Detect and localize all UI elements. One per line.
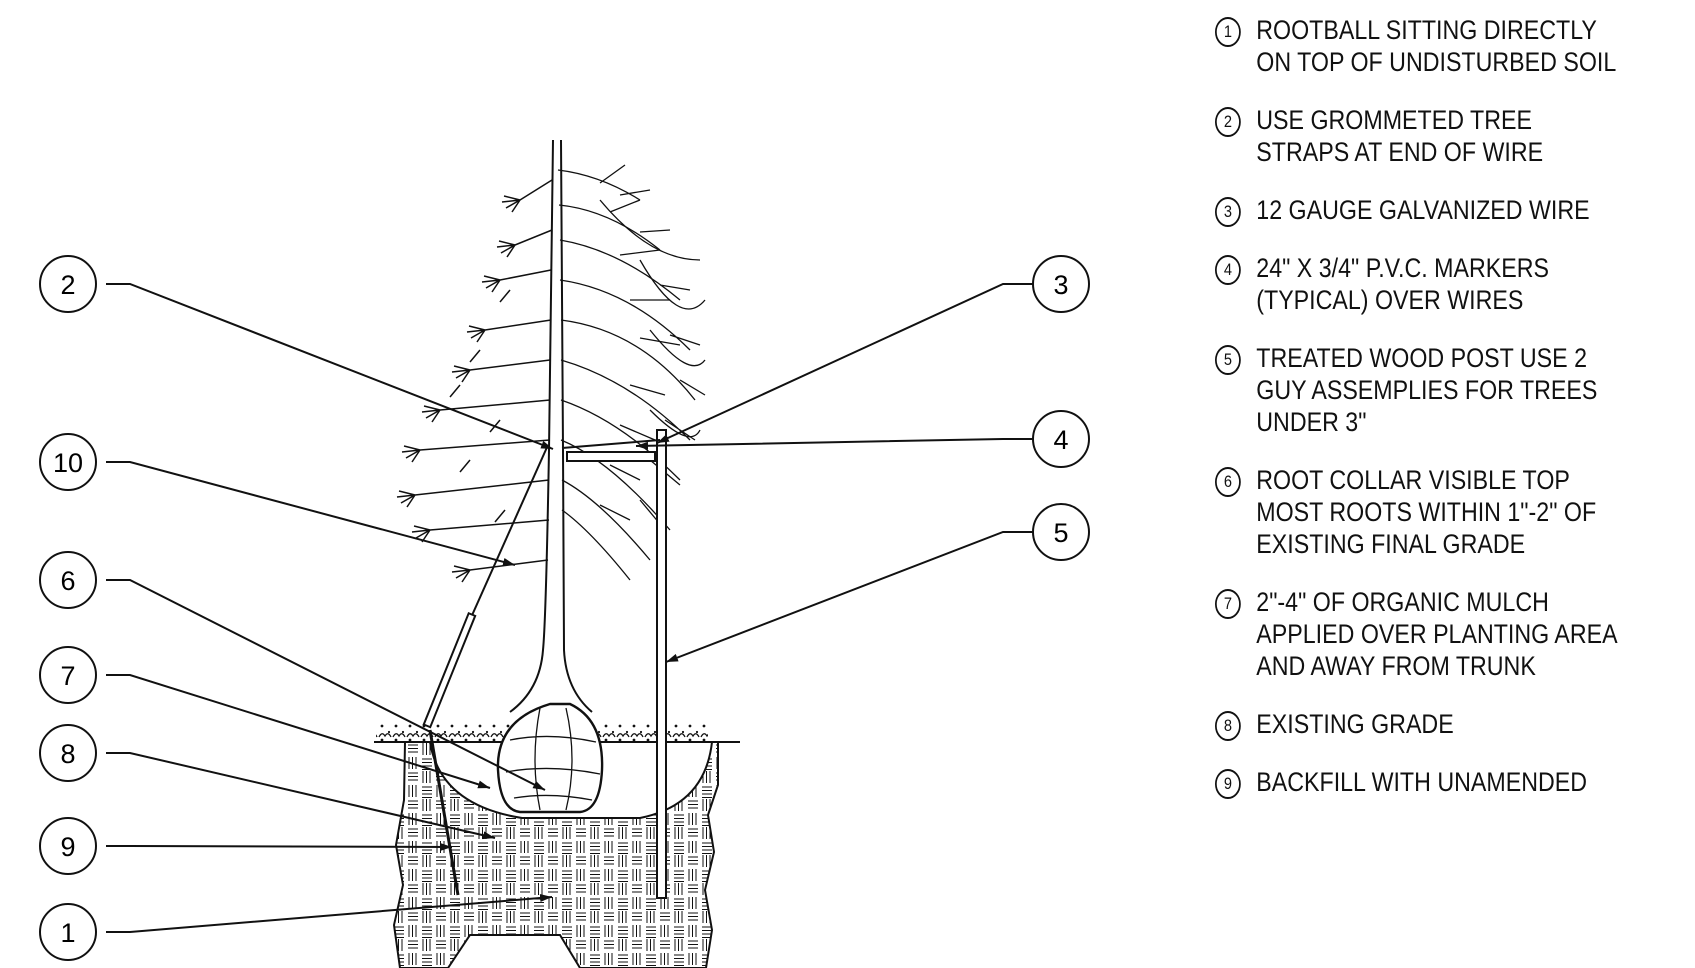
note-number: 2 (1215, 107, 1241, 137)
callout-number: 4 (1053, 425, 1068, 455)
leader-1 (106, 894, 553, 933)
note-number: 8 (1215, 711, 1241, 741)
leader-9 (106, 842, 453, 851)
tree-trunk (509, 139, 593, 713)
note-line: 12 GAUGE GALVANIZED WIRE (1256, 195, 1590, 225)
note-2: 2 USE GROMMETED TREE STRAPS AT END OF WI… (1215, 104, 1628, 168)
leader-7 (106, 674, 491, 789)
callout-number: 9 (60, 832, 75, 862)
note-3: 3 12 GAUGE GALVANIZED WIRE (1215, 194, 1628, 227)
callout-number: 2 (60, 270, 75, 300)
note-4: 4 24" X 3/4" P.V.C. MARKERS (TYPICAL) OV… (1215, 252, 1628, 316)
note-line: ROOTBALL SITTING DIRECTLY (1256, 15, 1597, 45)
callout-number: 7 (60, 661, 75, 691)
note-line: ON TOP OF UNDISTURBED SOIL (1256, 47, 1617, 77)
callout-10: 10 (39, 433, 97, 491)
note-line: TREATED WOOD POST USE 2 (1256, 343, 1588, 373)
callout-number: 3 (1053, 270, 1068, 300)
pvc-marker-left (422, 611, 477, 729)
leader-5 (665, 531, 1033, 663)
callout-4: 4 (1032, 410, 1090, 468)
note-1: 1 ROOTBALL SITTING DIRECTLY ON TOP OF UN… (1215, 14, 1628, 78)
callout-8: 8 (39, 724, 97, 782)
note-line: ROOT COLLAR VISIBLE TOP (1256, 465, 1570, 495)
guy-wire-right (561, 439, 661, 449)
note-line: EXISTING FINAL GRADE (1256, 529, 1526, 559)
leader-2 (106, 283, 554, 450)
callout-number: 8 (60, 739, 75, 769)
note-6: 6 ROOT COLLAR VISIBLE TOP MOST ROOTS WIT… (1215, 464, 1628, 560)
note-line: (TYPICAL) OVER WIRES (1256, 285, 1524, 315)
note-line: EXISTING GRADE (1256, 709, 1454, 739)
note-number: 1 (1215, 17, 1241, 47)
note-line: GUY ASSEMPLIES FOR TREES (1256, 375, 1598, 405)
note-line: 2"-4" OF ORGANIC MULCH (1256, 587, 1549, 617)
callout-number: 6 (60, 566, 75, 596)
leader-8 (106, 752, 496, 840)
note-line: 24" X 3/4" P.V.C. MARKERS (1256, 253, 1549, 283)
note-line: BACKFILL WITH UNAMENDED (1256, 767, 1587, 797)
callout-2: 2 (39, 255, 97, 313)
note-line: AND AWAY FROM TRUNK (1256, 651, 1536, 681)
wood-post (656, 429, 667, 899)
notes-list: 1 ROOTBALL SITTING DIRECTLY ON TOP OF UN… (1215, 14, 1695, 799)
callout-7: 7 (39, 646, 97, 704)
callout-number: 10 (53, 448, 83, 478)
note-line: STRAPS AT END OF WIRE (1256, 137, 1544, 167)
leader-6 (106, 579, 546, 791)
tree-canopy (557, 164, 706, 581)
callout-number: 5 (1053, 518, 1068, 548)
note-line: USE GROMMETED TREE (1256, 105, 1532, 135)
note-line: MOST ROOTS WITHIN 1"-2" OF (1256, 497, 1597, 527)
note-number: 4 (1215, 255, 1241, 285)
note-9: 9 BACKFILL WITH UNAMENDED (1215, 766, 1628, 799)
note-number: 3 (1215, 197, 1241, 227)
stake-left (428, 729, 460, 896)
note-number: 9 (1215, 769, 1241, 799)
callout-3: 3 (1032, 255, 1090, 313)
rootball (496, 702, 604, 814)
leader-10 (106, 461, 516, 566)
note-number: 6 (1215, 467, 1241, 497)
callout-number: 1 (60, 918, 75, 948)
note-line: UNDER 3" (1256, 407, 1367, 437)
callout-5: 5 (1032, 503, 1090, 561)
note-number: 7 (1215, 589, 1241, 619)
pvc-marker (566, 451, 656, 462)
leader-4 (635, 438, 1033, 450)
callout-6: 6 (39, 551, 97, 609)
note-7: 7 2"-4" OF ORGANIC MULCH APPLIED OVER PL… (1215, 586, 1628, 682)
callout-1: 1 (39, 903, 97, 961)
leader-3 (656, 283, 1033, 444)
note-5: 5 TREATED WOOD POST USE 2 GUY ASSEMPLIES… (1215, 342, 1628, 438)
tree-foliage-left (396, 179, 553, 583)
note-number: 5 (1215, 345, 1241, 375)
note-8: 8 EXISTING GRADE (1215, 708, 1628, 741)
note-line: APPLIED OVER PLANTING AREA (1256, 619, 1618, 649)
callout-9: 9 (39, 817, 97, 875)
